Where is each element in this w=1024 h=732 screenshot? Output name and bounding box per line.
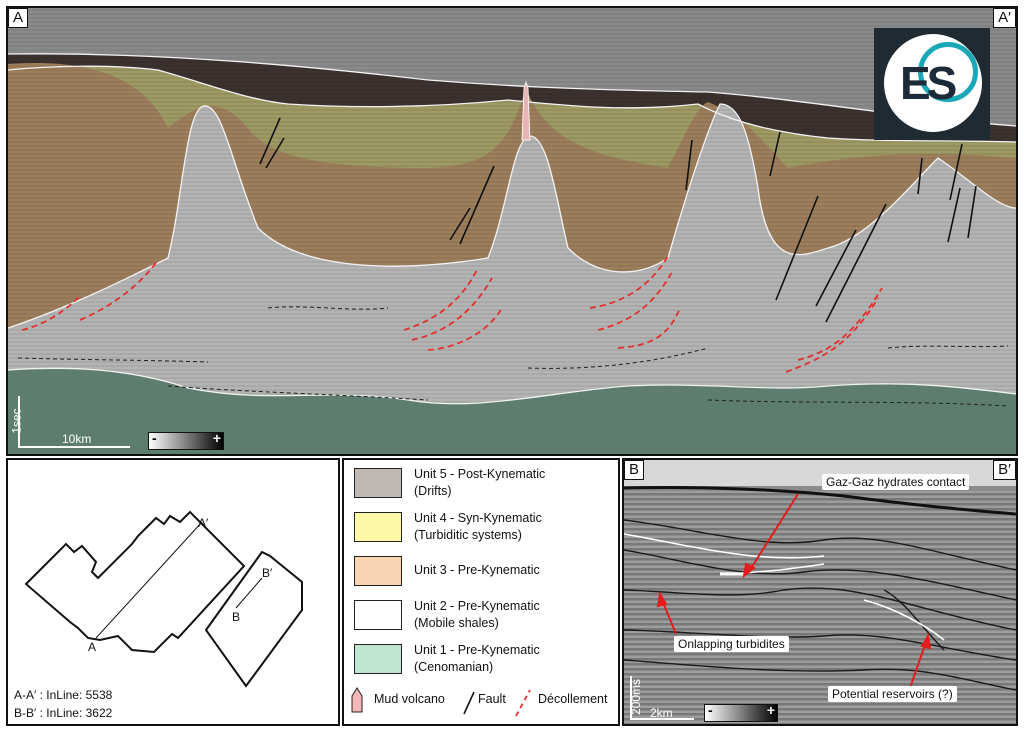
horizon-lines <box>8 53 1016 405</box>
zoom-horizontal-scale-bar <box>632 718 694 720</box>
seismic-section-a: A A′ ES 1sec 10km - + <box>6 6 1018 456</box>
colorbar-plus: + <box>212 430 221 446</box>
legend-symbols <box>351 687 531 717</box>
inline-caption-bb: B-B′ : InLine: 3622 <box>14 706 113 720</box>
es-logo-ring <box>918 42 978 102</box>
legend-swatch-unit4 <box>354 512 402 542</box>
annotation-onlapping-turbidites: Onlapping turbidites <box>674 636 789 652</box>
internal-reflectors <box>17 306 1009 407</box>
legend-unit5-sub: (Drifts) <box>414 484 452 498</box>
unit1-cenomanian <box>8 368 1016 454</box>
zoom-horizontal-scale-label: 2km <box>650 706 673 720</box>
survey-outline-a <box>24 510 246 654</box>
inline-caption-aa: A-A′ : InLine: 5538 <box>14 688 113 702</box>
legend-decollement-label: Décollement <box>538 692 608 706</box>
legend-unit1-sub: (Cenomanian) <box>414 660 494 674</box>
colorbar-minus: - <box>152 430 157 446</box>
map-label-b: B <box>232 610 241 624</box>
survey-outline-b <box>204 550 303 688</box>
legend-unit4-title: Unit 4 - Syn-Kynematic <box>414 511 542 525</box>
legend-unit4-sub: (Turbiditic systems) <box>414 528 522 542</box>
decollement-icon <box>515 689 531 717</box>
vertical-scale-bar <box>18 396 20 448</box>
legend-unit5: Unit 5 - Post-Kynematic (Drifts) <box>350 464 616 504</box>
legend-swatch-unit3 <box>354 556 402 586</box>
location-map: A′ A B′ B A-A′ : InLine: 5538 B-B′ : InL… <box>6 458 340 726</box>
annotation-potential-reservoirs: Potential reservoirs (?) <box>828 686 957 702</box>
amplitude-colorbar: - + <box>148 430 224 450</box>
profile-line-a <box>95 521 203 639</box>
zoom-reflectors <box>624 519 1016 691</box>
mud-volcano-conduit <box>521 80 531 141</box>
unit-legend: Unit 5 - Post-Kynematic (Drifts) Unit 4 … <box>342 458 620 726</box>
zoom-vertical-scale-bar <box>630 676 632 720</box>
legend-unit2-title: Unit 2 - Pre-Kynematic <box>414 599 540 613</box>
horizontal-scale-bar <box>20 446 130 448</box>
zoom-amplitude-colorbar: - + <box>704 702 778 722</box>
mud-volcano-icon <box>351 687 363 713</box>
seismic-section-drawing <box>8 8 1016 454</box>
section-label-a: A <box>8 8 29 28</box>
zoom-colorbar-minus: - <box>708 702 713 718</box>
horizontal-scale-label: 10km <box>62 432 92 446</box>
legend-unit1: Unit 1 - Pre-Kynematic (Cenomanian) <box>350 640 616 680</box>
map-label-a-prime: A′ <box>198 516 209 530</box>
seismic-zoom-drawing <box>624 460 1016 724</box>
legend-unit2-sub: (Mobile shales) <box>414 616 499 630</box>
legend-swatch-unit2 <box>354 600 402 630</box>
profile-line-b <box>235 577 263 609</box>
zoom-colorbar-plus: + <box>766 702 775 718</box>
legend-mud-volcano-label: Mud volcano <box>374 692 445 706</box>
section-label-b-prime: B′ <box>993 460 1016 480</box>
section-label-b: B <box>624 460 645 480</box>
zoom-vertical-scale-label: 200ms <box>629 678 644 716</box>
annotation-gas-hydrate-contact: Gaz-Gaz hydrates contact <box>822 474 970 490</box>
map-label-a: A <box>88 640 97 654</box>
faults <box>259 117 977 323</box>
fault-icon <box>463 691 475 715</box>
legend-swatch-unit1 <box>354 644 402 674</box>
es-logo-text: ES <box>900 57 957 109</box>
es-logo: ES <box>874 28 990 140</box>
vertical-scale-label: 1sec <box>9 408 24 434</box>
section-label-a-prime: A′ <box>993 8 1016 28</box>
decollements <box>21 255 883 373</box>
legend-unit4: Unit 4 - Syn-Kynematic (Turbiditic syste… <box>350 508 616 548</box>
legend-unit3-title: Unit 3 - Pre-Kynematic <box>414 563 540 577</box>
legend-unit3: Unit 3 - Pre-Kynematic <box>350 552 616 592</box>
seafloor-reflector <box>624 485 1016 516</box>
seismic-section-b: B B′ Gaz-Gaz hydrates contact Onlapping … <box>622 458 1018 726</box>
location-map-drawing <box>24 510 303 688</box>
legend-unit5-title: Unit 5 - Post-Kynematic <box>414 467 546 481</box>
legend-fault-label: Fault <box>478 692 506 706</box>
legend-unit1-title: Unit 1 - Pre-Kynematic <box>414 643 540 657</box>
map-label-b-prime: B′ <box>262 566 273 580</box>
legend-swatch-unit5 <box>354 468 402 498</box>
annotation-arrows <box>656 493 932 689</box>
legend-unit2: Unit 2 - Pre-Kynematic (Mobile shales) <box>350 596 616 636</box>
